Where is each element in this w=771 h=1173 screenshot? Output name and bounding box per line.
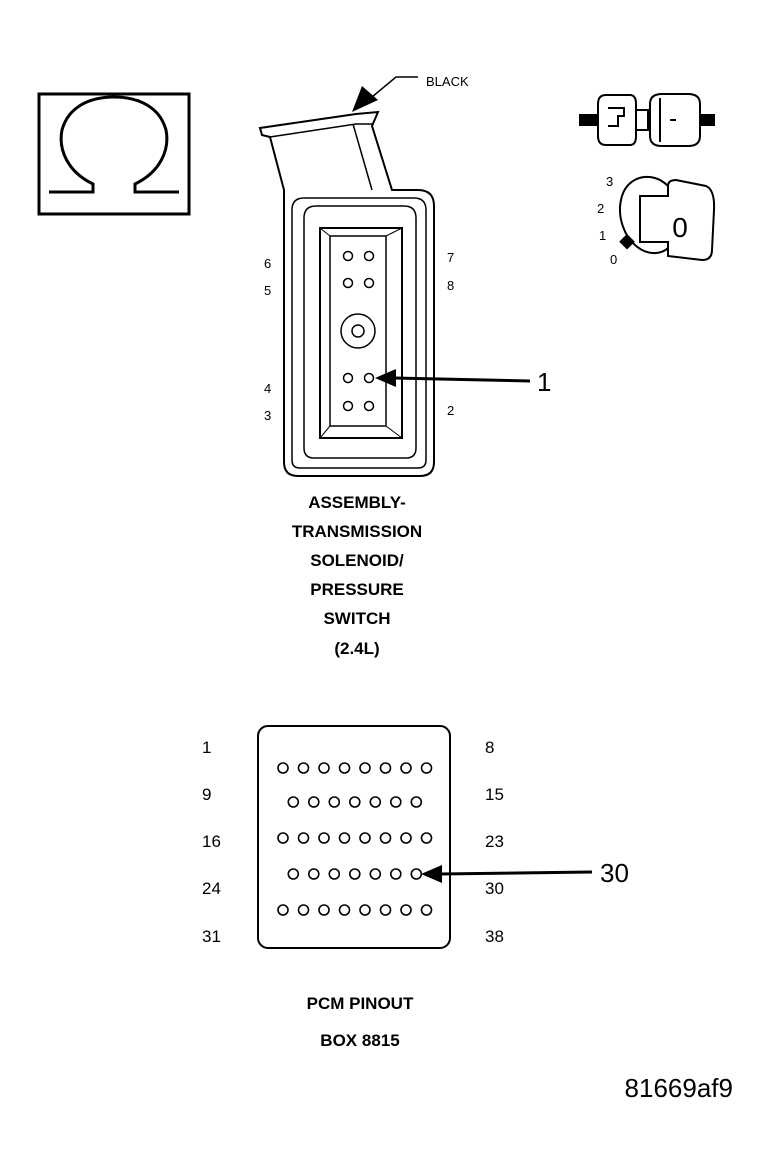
caption-line: TRANSMISSION <box>292 522 422 541</box>
pin-label-6: 6 <box>264 256 271 271</box>
pcm-pin <box>348 796 361 808</box>
pcm-pin <box>359 904 371 916</box>
pcm-pin <box>389 796 402 808</box>
pcm-pin <box>338 904 351 916</box>
pin-label-2: 2 <box>447 403 454 418</box>
connector-plug-icon <box>579 93 715 147</box>
pcm-left-label-16: 16 <box>202 832 221 851</box>
callout-number-1: 1 <box>537 367 551 397</box>
pcm-right-label-15: 15 <box>485 785 504 804</box>
callout-arrow-30 <box>421 865 593 883</box>
pcm-pin <box>277 762 289 774</box>
pcm-right-label-8: 8 <box>485 738 494 757</box>
pin-label-4: 4 <box>264 381 271 396</box>
caption-line: SOLENOID/ <box>310 551 404 570</box>
pin-label-5: 5 <box>264 283 271 298</box>
ohm-icon <box>37 92 191 216</box>
pcm-pin <box>420 904 433 916</box>
pcm-pin <box>297 762 310 774</box>
pcm-pin <box>369 796 382 808</box>
pcm-right-label-30: 30 <box>485 879 504 898</box>
ignition-switch-icon: 0 <box>619 176 716 262</box>
caption-line: SWITCH <box>323 609 390 628</box>
caption-line: PCM PINOUT <box>307 994 414 1013</box>
pcm-pin <box>379 832 392 844</box>
pcm-pin <box>379 762 392 774</box>
pcm-left-label-24: 24 <box>202 879 221 898</box>
ignition-position-2: 2 <box>597 201 604 216</box>
pcm-pin <box>287 868 300 880</box>
pcm-pin <box>328 868 341 880</box>
pcm-pin <box>307 796 320 808</box>
caption-line: PRESSURE <box>310 580 404 599</box>
pcm-pin <box>297 832 310 844</box>
callout-arrow-1 <box>375 369 531 387</box>
pcm-pin <box>359 832 371 844</box>
pcm-pin <box>287 796 300 808</box>
pcm-pin-grid <box>277 762 433 916</box>
caption-line: (2.4L) <box>334 639 379 658</box>
pcm-pin <box>369 868 382 880</box>
pcm-pin <box>318 904 330 916</box>
pcm-right-label-23: 23 <box>485 832 504 851</box>
pcm-connector-body <box>257 725 451 949</box>
color-leader-line <box>352 76 418 112</box>
pcm-left-label-1: 1 <box>202 738 211 757</box>
pin-label-7: 7 <box>447 250 454 265</box>
pcm-pin <box>400 762 412 774</box>
caption-line: ASSEMBLY- <box>308 493 406 512</box>
ignition-position-3: 3 <box>606 174 613 189</box>
solenoid-connector <box>258 110 435 477</box>
ignition-position-0: 0 <box>610 252 617 267</box>
key-position-label: 0 <box>672 212 688 243</box>
pcm-pin <box>307 868 320 880</box>
pcm-pin <box>400 832 412 844</box>
solenoid-caption: ASSEMBLY- TRANSMISSION SOLENOID/ PRESSUR… <box>292 493 422 658</box>
pcm-pin <box>318 832 330 844</box>
pcm-pin <box>420 832 433 844</box>
pcm-left-label-9: 9 <box>202 785 211 804</box>
connector-color-label: BLACK <box>426 74 469 89</box>
pcm-pin <box>348 868 361 880</box>
pcm-caption: PCM PINOUT BOX 8815 <box>307 994 414 1050</box>
callout-number-30: 30 <box>600 858 629 888</box>
pcm-pin <box>359 762 371 774</box>
pin-label-3: 3 <box>264 408 271 423</box>
figure-id: 81669af9 <box>625 1073 733 1103</box>
pcm-pin <box>389 868 402 880</box>
pcm-pin <box>410 796 423 808</box>
pcm-pin <box>318 762 330 774</box>
caption-line: BOX 8815 <box>320 1031 399 1050</box>
pcm-pin <box>338 762 351 774</box>
pcm-pin <box>400 904 412 916</box>
pcm-pin <box>328 796 341 808</box>
pcm-pin <box>420 762 433 774</box>
pcm-pin <box>379 904 392 916</box>
pcm-pin <box>277 832 289 844</box>
pcm-pin <box>338 832 351 844</box>
pcm-pin <box>277 904 289 916</box>
pcm-pin <box>410 868 423 880</box>
pcm-right-label-38: 38 <box>485 927 504 946</box>
ignition-position-1: 1 <box>599 228 606 243</box>
pcm-left-label-31: 31 <box>202 927 221 946</box>
pin-label-8: 8 <box>447 278 454 293</box>
pcm-pin <box>297 904 310 916</box>
